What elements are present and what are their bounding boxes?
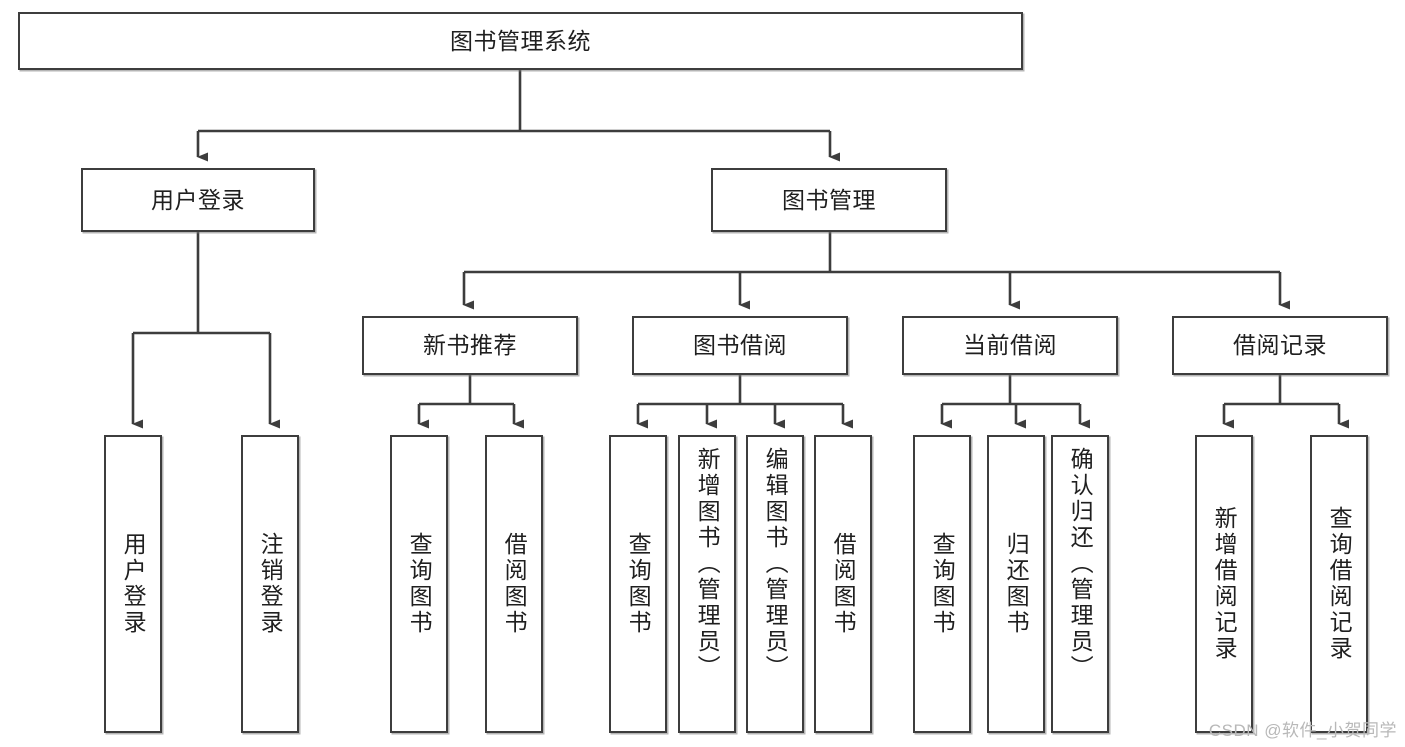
node-leaf-user-logout[interactable]: 注销登录	[241, 435, 299, 733]
node-leaf-confirm-return[interactable]: 确认归还（管理员）	[1051, 435, 1109, 733]
node-leaf-user-login-label: 用户登录	[120, 532, 147, 636]
node-leaf-query-record-label: 查询借阅记录	[1326, 506, 1353, 662]
node-leaf-query-record[interactable]: 查询借阅记录	[1310, 435, 1368, 733]
node-leaf-query-book-2-label: 查询图书	[625, 532, 652, 636]
node-book-manage-label: 图书管理	[782, 186, 876, 213]
node-leaf-add-book[interactable]: 新增图书（管理员）	[678, 435, 736, 733]
node-leaf-return-book-label: 归还图书	[1003, 532, 1030, 636]
node-leaf-query-book-3[interactable]: 查询图书	[913, 435, 971, 733]
node-user-login[interactable]: 用户登录	[81, 168, 315, 232]
node-leaf-user-login[interactable]: 用户登录	[104, 435, 162, 733]
node-leaf-user-logout-label: 注销登录	[257, 532, 284, 636]
node-leaf-return-book[interactable]: 归还图书	[987, 435, 1045, 733]
node-book-borrow[interactable]: 图书借阅	[632, 316, 848, 375]
node-leaf-query-book-3-label: 查询图书	[929, 532, 956, 636]
node-leaf-query-book-1[interactable]: 查询图书	[390, 435, 448, 733]
node-borrow-record[interactable]: 借阅记录	[1172, 316, 1388, 375]
node-leaf-query-book-2[interactable]: 查询图书	[609, 435, 667, 733]
node-current-borrow[interactable]: 当前借阅	[902, 316, 1118, 375]
node-current-borrow-label: 当前借阅	[963, 332, 1057, 359]
node-leaf-add-book-label: 新增图书（管理员）	[694, 447, 721, 681]
node-leaf-confirm-return-label: 确认归还（管理员）	[1067, 447, 1094, 681]
node-leaf-edit-book-label: 编辑图书（管理员）	[762, 447, 789, 681]
node-root[interactable]: 图书管理系统	[18, 12, 1023, 70]
node-book-manage[interactable]: 图书管理	[711, 168, 947, 232]
node-user-login-label: 用户登录	[151, 186, 245, 213]
node-leaf-add-record-label: 新增借阅记录	[1211, 506, 1238, 662]
node-leaf-borrow-book-2-label: 借阅图书	[830, 532, 857, 636]
node-leaf-borrow-book-1-label: 借阅图书	[501, 532, 528, 636]
node-book-borrow-label: 图书借阅	[693, 332, 787, 359]
node-root-label: 图书管理系统	[450, 27, 591, 54]
node-new-book-rec[interactable]: 新书推荐	[362, 316, 578, 375]
node-leaf-borrow-book-2[interactable]: 借阅图书	[814, 435, 872, 733]
node-leaf-query-book-1-label: 查询图书	[406, 532, 433, 636]
node-new-book-rec-label: 新书推荐	[423, 332, 517, 359]
node-borrow-record-label: 借阅记录	[1233, 332, 1327, 359]
node-leaf-edit-book[interactable]: 编辑图书（管理员）	[746, 435, 804, 733]
node-leaf-add-record[interactable]: 新增借阅记录	[1195, 435, 1253, 733]
node-leaf-borrow-book-1[interactable]: 借阅图书	[485, 435, 543, 733]
